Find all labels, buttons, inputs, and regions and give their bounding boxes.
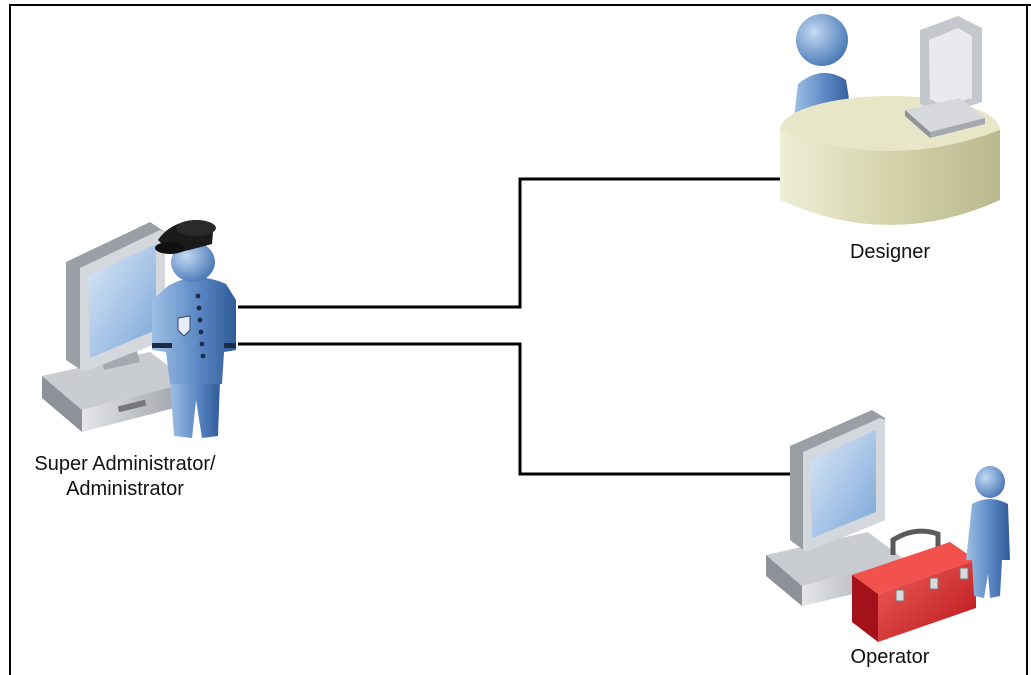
connector-admin-operator (238, 342, 790, 476)
police-officer-person-icon (152, 220, 236, 438)
label-admin-line2: Administrator (66, 478, 184, 500)
toolbox-icon (852, 528, 976, 642)
label-operator: Operator (850, 646, 930, 668)
frame-border (9, 4, 1031, 675)
admin-workstation-icon (42, 222, 190, 432)
label-admin-line1: Super Administrator/ (34, 453, 216, 475)
designer-desk-icon (780, 14, 1000, 225)
label-designer: Designer (849, 241, 931, 263)
connector-admin-designer (238, 177, 790, 309)
operator-person-icon (966, 466, 1010, 598)
label-super-administrator: Super Administrator/ Administrator (18, 452, 232, 502)
